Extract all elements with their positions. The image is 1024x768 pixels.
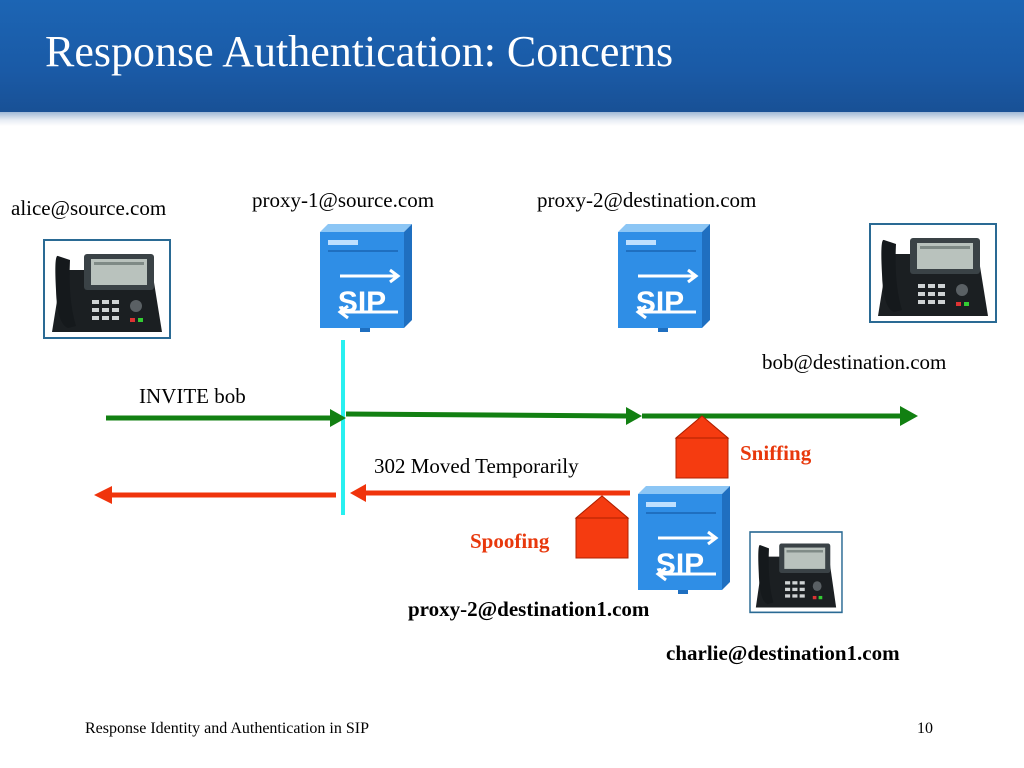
proxy2-sip-server-icon: SIP — [616, 222, 712, 334]
title-bar — [0, 0, 1024, 118]
proxy2-label: proxy-2@destination.com — [537, 188, 757, 212]
attacker-sip-server-icon: SIP — [636, 484, 732, 596]
bob-label: bob@destination.com — [762, 350, 947, 374]
attacker-server-logo: SIP — [656, 548, 704, 581]
response-arrow — [94, 484, 630, 504]
footer-text: Response Identity and Authentication in … — [85, 720, 369, 737]
attacker-proxy-label: proxy-2@destination1.com — [408, 597, 650, 621]
spoofing-up-arrow-icon — [574, 495, 630, 559]
proxy1-server-logo: SIP — [338, 286, 386, 319]
title-bar-shadow — [0, 112, 1024, 126]
charlie-phone-icon — [749, 531, 843, 614]
page-number: 10 — [917, 720, 933, 737]
bob-phone-icon — [869, 223, 997, 323]
sniffing-up-arrow-icon — [674, 415, 730, 479]
alice-label: alice@source.com — [11, 196, 167, 220]
invite-message-label: INVITE bob — [139, 384, 246, 408]
moved-message-label: 302 Moved Temporarily — [374, 454, 579, 478]
slide-title: Response Authentication: Concerns — [45, 27, 674, 76]
invite-arrow — [106, 406, 918, 427]
proxy1-sip-server-icon: SIP — [318, 222, 414, 334]
charlie-label: charlie@destination1.com — [666, 641, 900, 665]
spoofing-label: Spoofing — [470, 529, 550, 553]
proxy1-label: proxy-1@source.com — [252, 188, 435, 212]
proxy2-server-logo: SIP — [636, 286, 684, 319]
alice-phone-icon — [43, 239, 171, 339]
sniffing-label: Sniffing — [740, 441, 812, 465]
